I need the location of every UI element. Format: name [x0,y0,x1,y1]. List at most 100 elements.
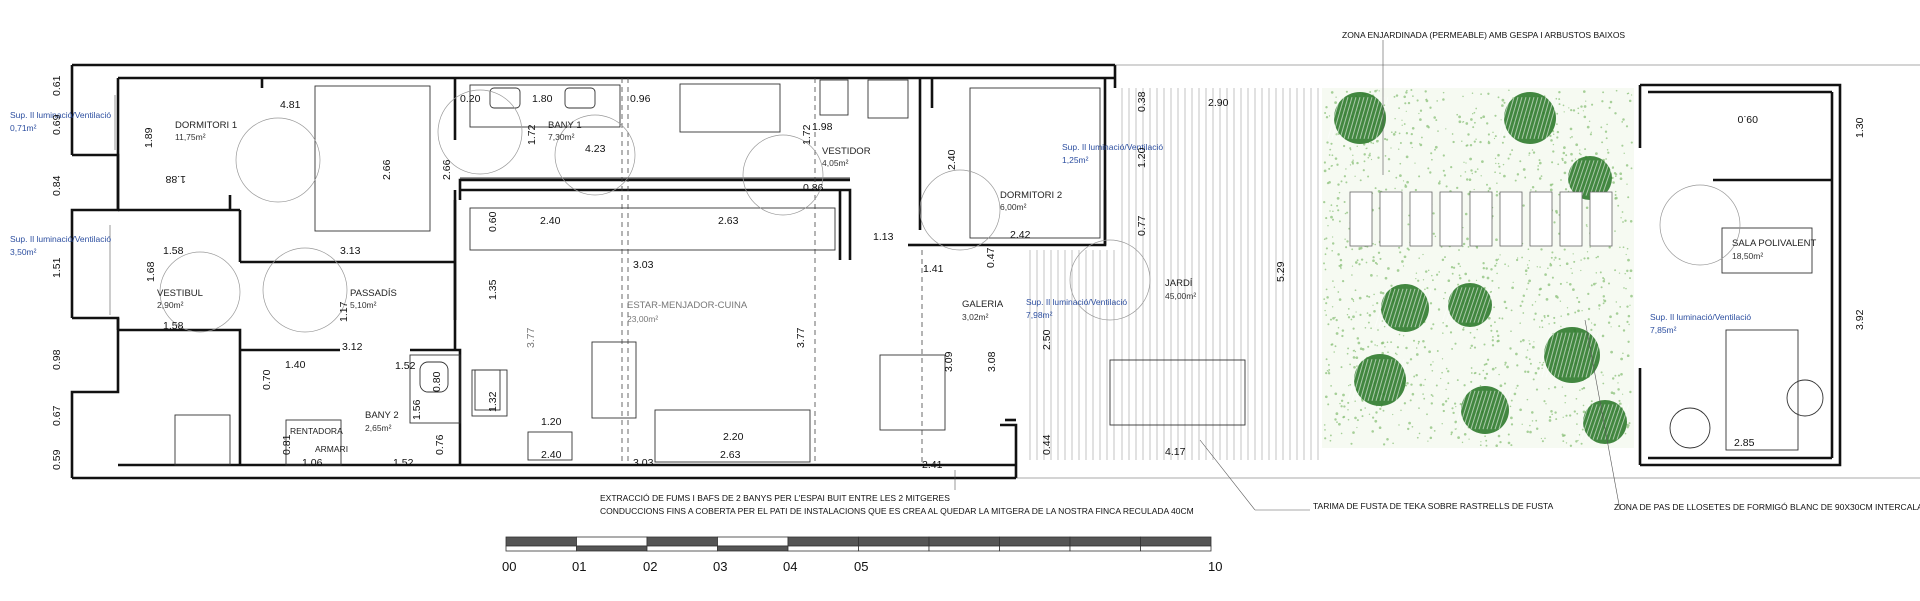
lawn-dot [1487,316,1491,320]
lawn-dot [1444,256,1446,259]
lawn-dot [1569,137,1572,139]
scale-label: 00 [502,559,516,574]
lawn-dot [1571,272,1573,274]
lawn-dot [1628,99,1632,103]
lawn-dot [1529,424,1531,427]
lawn-dot [1509,153,1512,156]
lawn-dot [1326,181,1330,185]
shrub-hatch [1363,97,1377,139]
lawn-dot [1374,344,1376,346]
lawn-dot [1430,402,1434,405]
lawn-dot [1462,95,1464,98]
lawn-dot [1356,426,1358,429]
lawn-dot [1495,193,1499,197]
lawn-dot [1364,327,1367,329]
lawn-dot [1426,124,1429,128]
lawn-dot [1614,190,1617,193]
lawn-dot [1387,267,1390,270]
lawn-dot [1483,363,1486,366]
lawn-dot [1336,421,1338,423]
dimension: 1.68 [145,261,157,282]
lawn-dot [1544,437,1546,440]
lawn-dot [1543,400,1546,403]
lawn-dot [1589,246,1591,248]
lawn-dot [1583,90,1586,93]
lawn-dot [1577,309,1580,313]
lawn-dot [1351,265,1354,267]
lawn-dot [1574,311,1577,314]
lawn-dot [1485,267,1488,270]
lawn-dot [1501,317,1504,320]
lawn-dot [1486,358,1490,361]
shrub-hatch [1327,97,1341,139]
lawn-dot [1543,314,1546,318]
lawn-dot [1384,346,1386,348]
lawn-dot [1601,334,1605,338]
lawn-dot [1424,378,1426,381]
lawn-dot [1510,309,1513,312]
lawn-dot [1515,352,1518,356]
lawn-dot [1553,316,1556,319]
lawn-dot [1497,258,1500,260]
shrub-hatch [1486,390,1500,430]
lawn-dot [1452,140,1455,144]
lawn-dot [1429,106,1432,109]
lawn-dot [1377,251,1381,254]
lawn-dot [1602,279,1606,283]
lawn-dot [1576,423,1578,425]
shrub-hatch [1580,404,1594,440]
lawn-dot [1326,369,1329,372]
dimension: 0.98 [51,349,63,370]
lawn-dot [1554,411,1557,414]
lawn-dot [1442,409,1445,413]
lawn-dot [1486,276,1490,280]
shrub-hatch [1331,97,1345,139]
shrub-hatch [1517,97,1531,139]
lawn-dot [1556,112,1559,115]
lawn-dot [1485,362,1488,366]
lawn-dot [1531,304,1534,306]
lawn-dot [1615,173,1618,176]
lawn-dot [1521,423,1523,425]
lawn-dot [1491,339,1494,342]
lawn-dot [1559,264,1561,267]
lawn-dot [1591,103,1594,106]
lawn-dot [1560,325,1562,328]
lawn-dot [1470,372,1473,374]
lawn-dot [1538,288,1542,291]
lawn-dot [1364,407,1366,409]
lawn-dot [1436,100,1439,102]
lawn-dot [1582,404,1585,407]
lawn-dot [1625,287,1627,290]
lawn-dot [1562,104,1565,107]
lawn-dot [1554,256,1557,259]
lawn-dot [1410,89,1413,91]
lawn-dot [1622,118,1625,121]
lawn-dot [1431,158,1433,161]
lawn-dot [1415,353,1419,356]
light-ventilation-labels: Sup. Il luminació/Ventilació 0,71m² Sup.… [10,110,1751,335]
lawn-dot [1456,186,1459,190]
room-name: VESTIDOR [822,146,871,157]
lawn-dot [1598,304,1601,307]
lawn-dot [1456,379,1459,382]
shrub-hatch [1478,390,1492,430]
lawn-dot [1553,386,1557,389]
lawn-dot [1445,128,1447,130]
shrub-hatch [1470,390,1484,430]
lawn-dot [1614,269,1617,272]
light-label-title: Sup. Il luminació/Ventilació [1650,312,1751,322]
dimension: 2.41 [922,459,943,471]
lawn-dot [1372,416,1375,419]
lawn-dot [1327,224,1329,227]
lawn-dot [1431,274,1433,277]
lawn-dot [1563,171,1567,175]
lawn-dot [1516,257,1519,259]
lawn-dot [1539,361,1541,364]
lawn-dot [1510,330,1512,332]
scale-segment [858,536,930,547]
lawn-dot [1566,307,1569,309]
lawn-dot [1470,380,1473,383]
dimension: 0.61 [51,75,63,96]
lawn-dot [1455,405,1457,408]
